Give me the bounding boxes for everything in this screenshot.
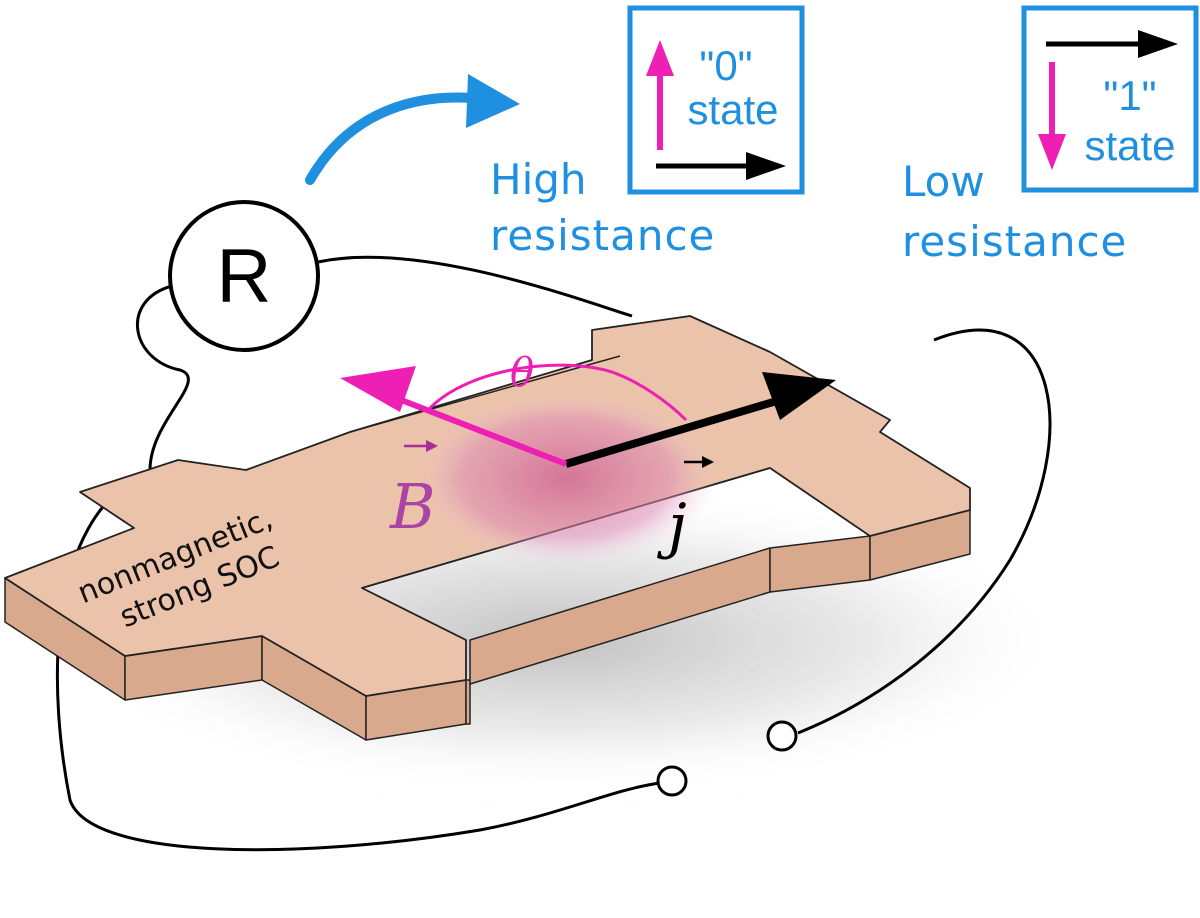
- state-zero-up-arrow-head: [646, 40, 674, 76]
- angle-label: θ: [510, 350, 534, 396]
- terminal-right[interactable]: [766, 720, 798, 752]
- resistor-label: R: [217, 234, 272, 319]
- state-zero-caption-2: resistance: [490, 211, 715, 260]
- current-arrow: [564, 372, 836, 468]
- state-zero-label: "0": [699, 42, 752, 89]
- angle-arc: [428, 363, 688, 422]
- state-one-box: "1" state: [1021, 5, 1199, 193]
- state-one-caption-2: resistance: [902, 217, 1127, 266]
- wire-right-upper: [317, 255, 633, 318]
- readout-arrow: [305, 92, 495, 185]
- readout-arrow-head: [466, 74, 520, 128]
- resistor-circle: [168, 200, 320, 352]
- state-zero-right-arrow-head: [746, 152, 786, 180]
- field-arrow: [340, 366, 568, 467]
- state-one-label: "1": [1103, 72, 1156, 119]
- state-zero-sub: state: [687, 86, 778, 133]
- resistor[interactable]: R: [168, 200, 320, 352]
- wire-left-upper: [135, 284, 190, 471]
- state-one-down-arrow-head: [1038, 134, 1066, 170]
- state-zero-caption-1: High: [490, 155, 587, 204]
- field-symbol: B: [389, 470, 436, 543]
- wire-right-lower: [797, 328, 1052, 735]
- bar-side-faces: [4, 509, 971, 741]
- terminal-left[interactable]: [656, 765, 688, 797]
- state-one-caption-1: Low: [902, 157, 985, 206]
- field-label: B: [389, 440, 438, 543]
- state-zero-box: "0" state: [627, 5, 805, 195]
- state-one-right-arrow-head: [1138, 30, 1178, 58]
- state-one-sub: state: [1084, 122, 1175, 169]
